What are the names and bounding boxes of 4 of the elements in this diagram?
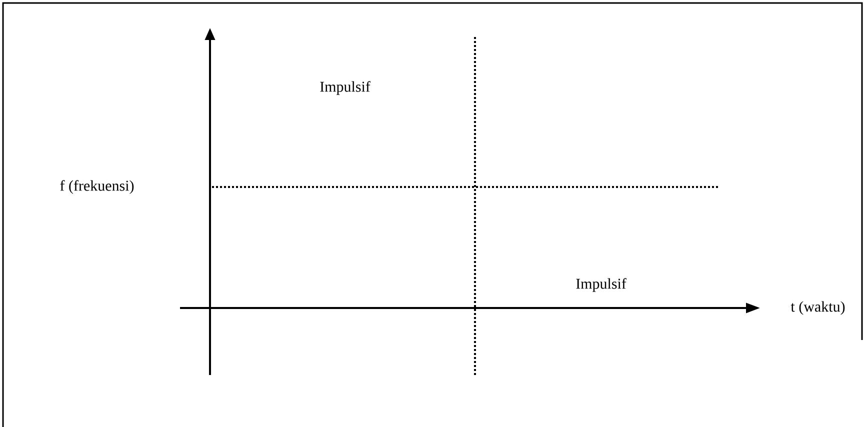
axis-label: t (waktu) bbox=[790, 301, 845, 315]
region-label: Impulsif bbox=[576, 278, 626, 292]
region-label: Impulsif bbox=[320, 81, 370, 95]
axis-label: f (frekuensi) bbox=[60, 180, 134, 194]
